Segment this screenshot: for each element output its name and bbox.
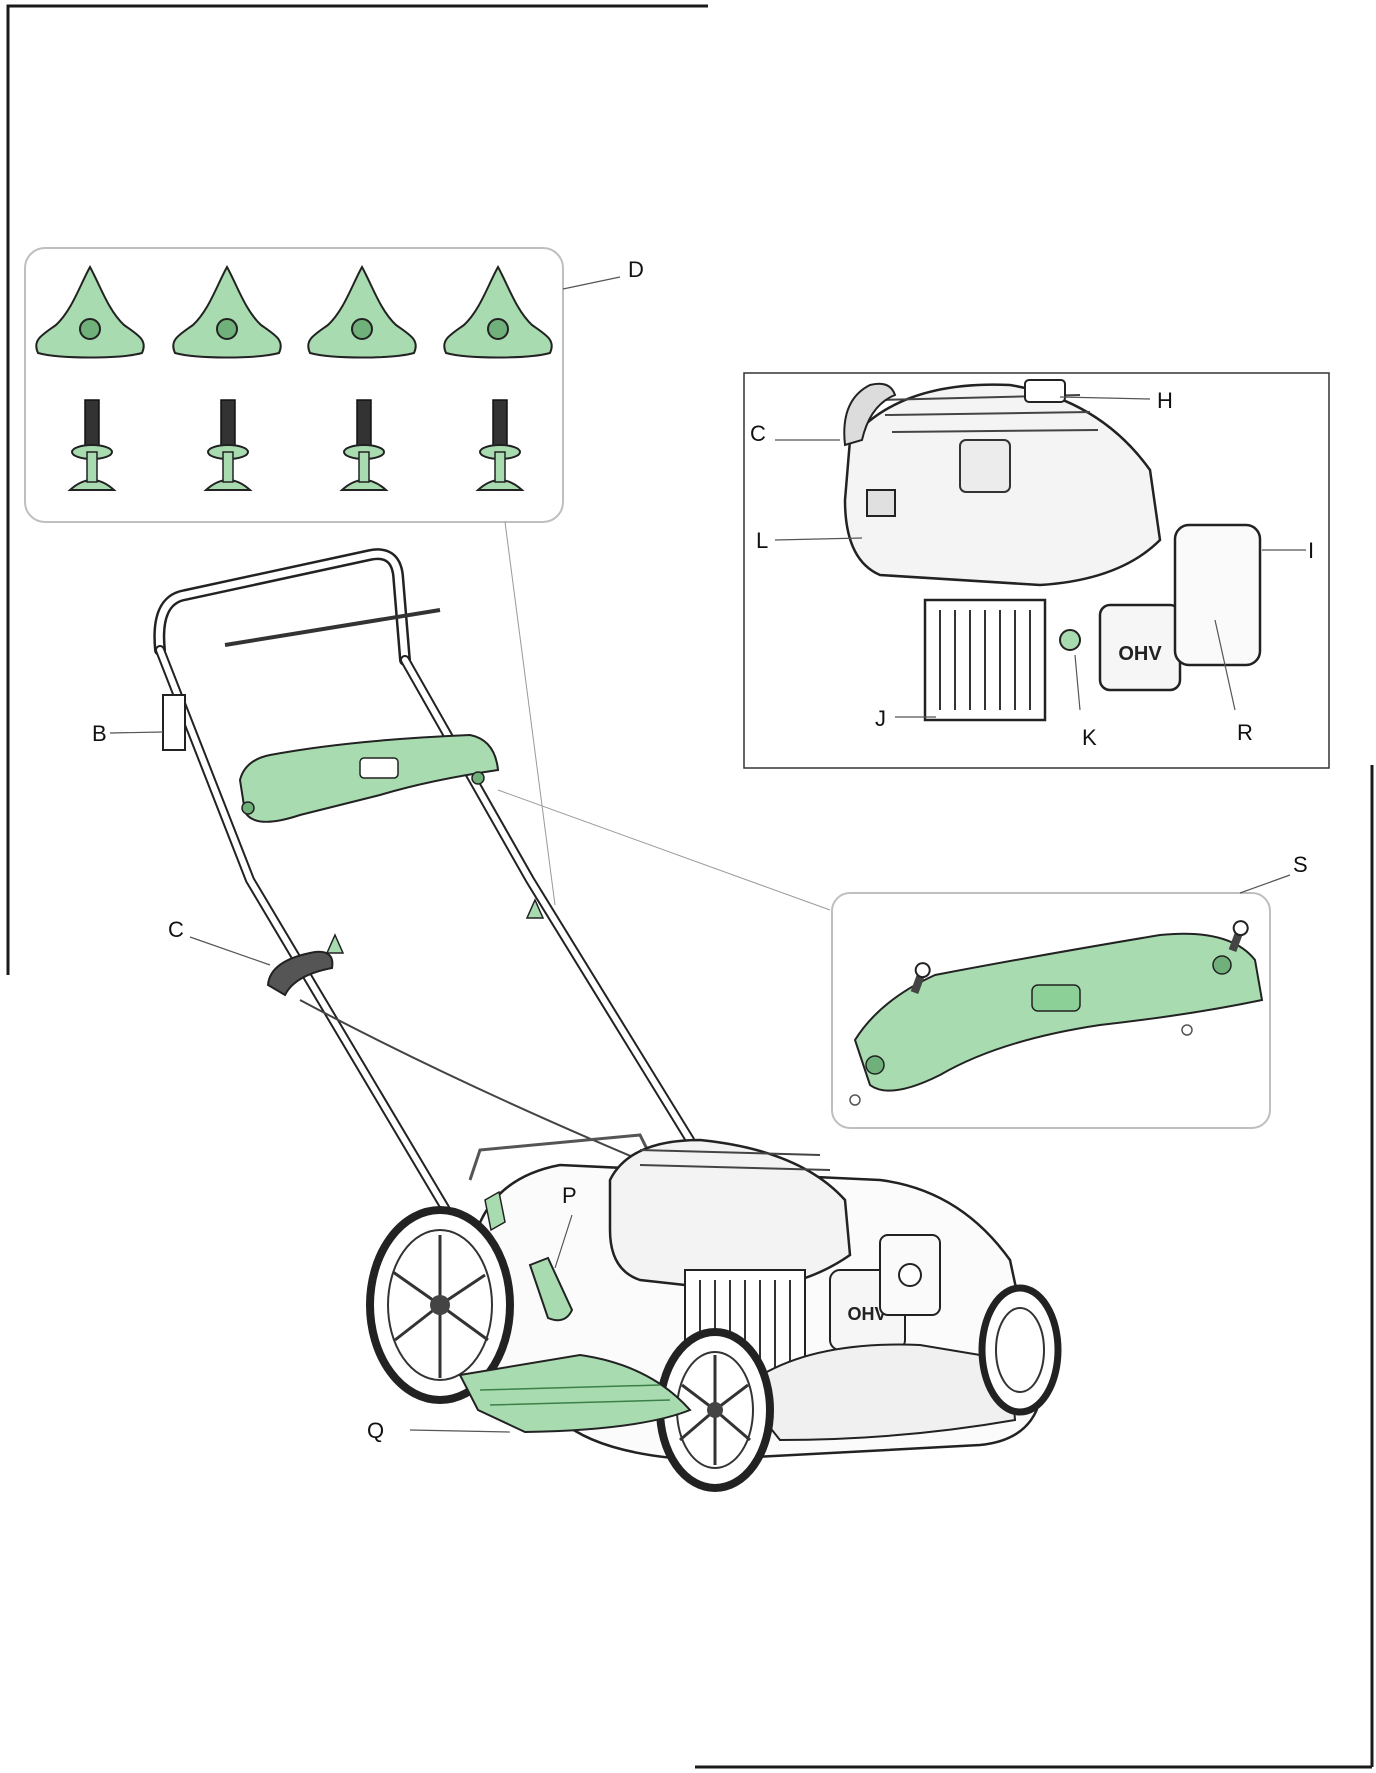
knob-2 [172, 264, 282, 359]
deck-ohv-badge: OHV [847, 1304, 886, 1324]
callout-k: K [1082, 725, 1097, 750]
bolt-1 [67, 399, 117, 491]
callout-p: P [562, 1183, 577, 1208]
hardware-panel [24, 247, 564, 523]
bolt-3 [339, 399, 389, 491]
bolt-4 [475, 399, 525, 491]
front-left-wheel [656, 1328, 774, 1492]
callout-c-handle: C [168, 917, 184, 942]
knob-1 [35, 264, 145, 359]
screw-right [1228, 920, 1249, 953]
engine-detail-panel: OHV [743, 372, 1330, 769]
page-frame [6, 4, 1374, 1769]
callout-l: L [756, 528, 768, 553]
rear-wheel [366, 1206, 514, 1404]
cover-detail-panel [831, 892, 1271, 1129]
callout-s: S [1293, 852, 1308, 877]
callout-q: Q [367, 1418, 384, 1443]
callout-h: H [1157, 388, 1173, 413]
screw-left [910, 962, 931, 995]
callout-c-engine: C [750, 421, 766, 446]
mower-main: OHV [153, 548, 1062, 1492]
bolt-2 [203, 399, 253, 491]
front-right-wheel [978, 1284, 1062, 1416]
callout-i: I [1308, 538, 1314, 563]
callout-r: R [1237, 720, 1253, 745]
callout-j: J [875, 706, 886, 731]
knob-3 [307, 264, 417, 359]
callout-d: D [628, 257, 644, 282]
engine-ohv-badge: OHV [1118, 643, 1162, 665]
knob-4 [443, 264, 553, 359]
callout-b: B [92, 721, 107, 746]
